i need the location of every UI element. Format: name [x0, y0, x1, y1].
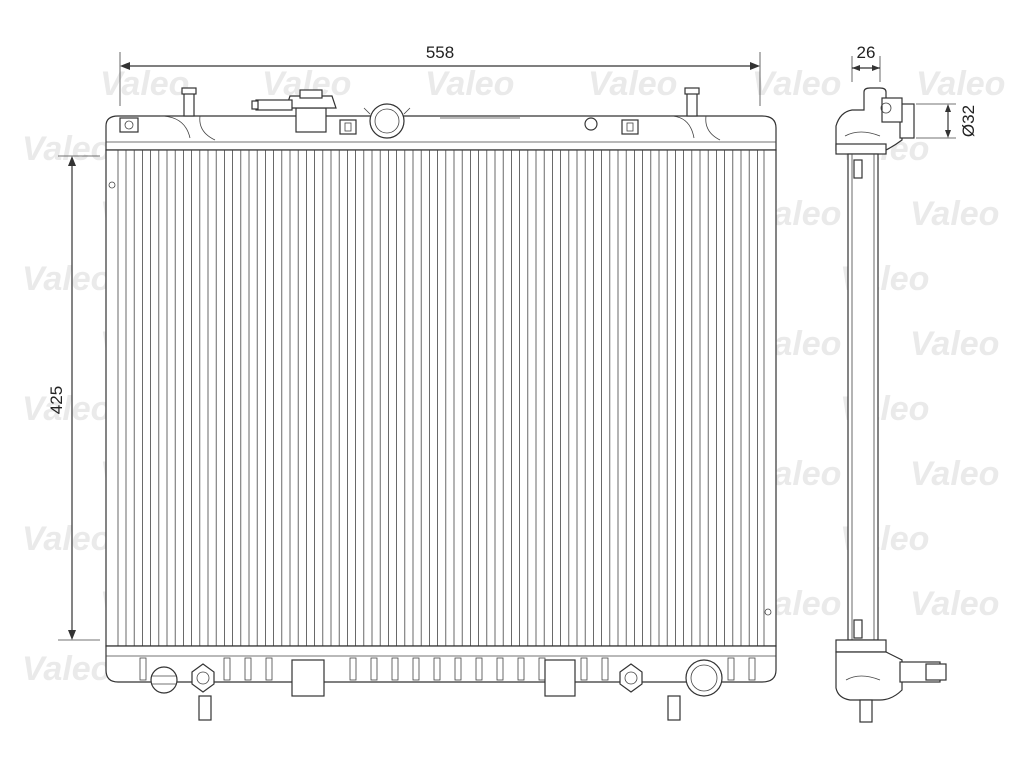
- watermark-logo: Valeo: [22, 650, 111, 688]
- dimension-height-label: 425: [47, 386, 66, 414]
- core-fins: [125, 150, 758, 646]
- bottom-outlet: [685, 659, 723, 697]
- tank-rib: [517, 657, 525, 681]
- tank-rib: [748, 657, 756, 681]
- watermark-logo: Valeo: [910, 195, 999, 233]
- watermark-logo: Valeo: [22, 390, 111, 428]
- watermark-logo: Valeo: [910, 455, 999, 493]
- side-core: [847, 153, 879, 641]
- tank-rib: [223, 657, 231, 681]
- dimension-thickness-label: 26: [857, 43, 876, 62]
- dimension-thickness: [851, 56, 881, 82]
- tank-rib: [475, 657, 483, 681]
- filler-neck: [295, 107, 327, 133]
- tank-rib: [580, 657, 588, 681]
- watermark-logo: Valeo: [22, 520, 111, 558]
- watermark-logo: Valeo: [588, 65, 677, 103]
- side-bottom-tank: [835, 651, 903, 701]
- bottom-tank: [105, 645, 777, 683]
- mount-pin-top-right: [686, 91, 698, 117]
- bottom-tank-ribs: [139, 657, 756, 681]
- radiator-front-view: [105, 87, 777, 721]
- top-tank: [105, 115, 777, 151]
- watermark-logo: Valeo: [910, 325, 999, 363]
- tank-rib: [349, 657, 357, 681]
- tank-rib: [727, 657, 735, 681]
- tank-rib: [412, 657, 420, 681]
- dimension-height: [58, 155, 100, 641]
- drain-plug: [150, 666, 178, 694]
- mount-pin-top-left: [183, 91, 195, 117]
- tank-rib: [601, 657, 609, 681]
- hex-fitting-left: [191, 663, 215, 693]
- tank-rib: [391, 657, 399, 681]
- dimension-pipe-diameter: [916, 103, 956, 139]
- dimension-width: [119, 52, 761, 106]
- radiator-core: [105, 149, 777, 647]
- mount-pin-bottom-right: [667, 695, 681, 721]
- tank-rib: [244, 657, 252, 681]
- dimension-pipe-diameter-label: Ø32: [959, 105, 978, 137]
- tank-rib: [454, 657, 462, 681]
- dimension-width-label: 558: [426, 43, 454, 62]
- tank-rib: [433, 657, 441, 681]
- watermark-logo: Valeo: [22, 260, 111, 298]
- watermark-logo: Valeo: [425, 65, 514, 103]
- watermark-logo: Valeo: [916, 65, 1005, 103]
- radiator-side-view: [835, 87, 947, 723]
- watermark-logo: Valeo: [910, 585, 999, 623]
- watermark-logo: Valeo: [100, 65, 189, 103]
- mount-pin-bottom-left: [198, 695, 212, 721]
- hex-fitting-right: [619, 663, 643, 693]
- tank-rib: [496, 657, 504, 681]
- tank-rib: [370, 657, 378, 681]
- tank-rib: [265, 657, 273, 681]
- watermark-logo: Valeo: [22, 130, 111, 168]
- watermark-logo: Valeo: [752, 65, 841, 103]
- tank-rib: [139, 657, 147, 681]
